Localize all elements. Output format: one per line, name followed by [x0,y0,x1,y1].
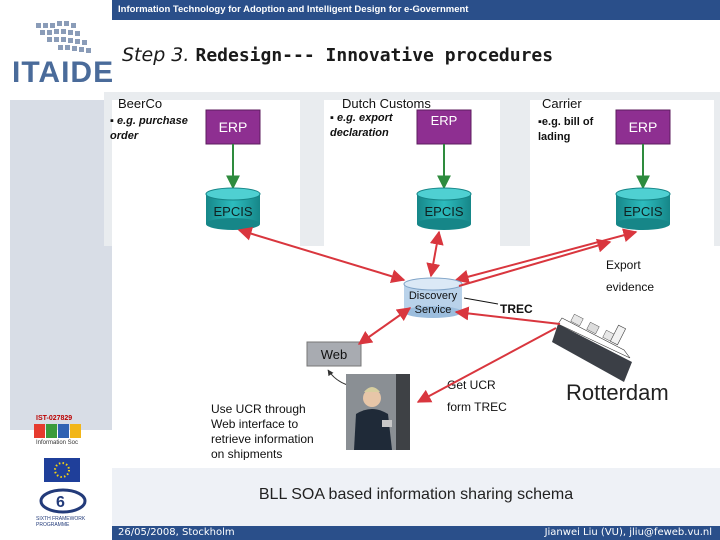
export-evidence-line2: evidence [606,280,654,294]
logo-grid-icon [36,21,91,53]
sidebar: ITAIDE IST-027829 Information Soc 6 SIXT… [0,0,115,540]
actor-name-carrier: Carrier [542,96,582,111]
web-box [306,341,362,367]
epcis-cylinder-customs [416,187,472,230]
epcis-label-beerco: EPCIS [213,204,252,219]
discovery-export-arrow [458,238,612,287]
trec-label: TREC [500,302,533,316]
actor-name-customs: Dutch Customs [342,96,431,111]
slide-title-rest: Redesign--- Innovative procedures [195,45,554,66]
actor-name-beerco: BeerCo [118,96,162,111]
fp6-logo-icon: 6 [39,488,87,514]
itaide-logo [10,15,110,95]
ist-label: IST-027829 [36,415,73,422]
epcis-label-carrier: EPCIS [623,204,662,219]
logo-text: ITAIDE [12,56,115,89]
slide-title-step: Step 3. [122,44,190,66]
footer-bar: 26/05/2008, Stockholm Jianwei Liu (VU), … [112,526,720,540]
web-label: Web [321,347,348,362]
diagram: BeerCo Dutch Customs Carrier ▪ e.g. purc… [104,92,720,461]
ship-person-arrow [416,327,557,403]
erp-box-beerco [205,109,261,145]
beerco-note-line2: order [110,130,139,142]
epcis-discovery-arrow-beerco [237,226,406,284]
banner-text: Information Technology for Adoption and … [118,4,469,15]
ist-logo-icon [34,424,81,438]
port-label: Rotterdam [566,380,669,405]
erp-label-customs: ERP [431,113,458,128]
web-discovery-arrow [357,307,412,345]
fp6-label: SIXTH FRAMEWORK PROGRAMME [36,516,86,528]
slide-title: Step 3. Redesign--- Innovative procedure… [122,44,553,66]
customs-note-line2: declaration [330,127,389,139]
customs-officer-photo [346,374,410,450]
eu-flag-icon [44,458,80,482]
svg-text:6: 6 [56,494,65,511]
discovery-service-cylinder [403,277,463,318]
discovery-label-line2: Service [415,304,452,316]
erp-box-customs [416,109,472,145]
header-banner: Information Technology for Adoption and … [112,0,720,20]
get-ucr-line1: Get UCR [447,378,496,392]
footer-author: Jianwei Liu (VU), jliu@feweb.vu.nl [544,527,712,538]
ist-sub-label: Information Soc [36,440,79,446]
epcis-cylinder-carrier [615,187,671,230]
discovery-label-line1: Discovery [409,290,458,302]
erp-box-carrier [615,109,671,145]
erp-label-beerco: ERP [219,119,248,135]
diagram-canvas: BeerCo Dutch Customs Carrier ▪ e.g. purc… [104,92,720,461]
erp-label-carrier: ERP [629,119,658,135]
epcis-label-customs: EPCIS [424,204,463,219]
carrier-note-line2: lading [538,131,570,143]
beerco-note-line1: ▪ e.g. purchase [110,115,188,127]
use-ucr-line4: on shipments [211,447,282,460]
trec-leader-line [463,297,499,305]
ship-discovery-arrow [454,306,561,325]
get-ucr-line2: form TREC [447,400,507,414]
caption-band [112,468,720,526]
use-ucr-line3: retrieve information [211,432,314,446]
sidebar-stripe [10,100,112,430]
customs-note-line1: ▪ e.g. export [330,112,394,124]
use-ucr-line2: Web interface to [211,417,298,431]
carrier-note-line1: ▪e.g. bill of [538,116,594,128]
epcis-cylinder-beerco [205,187,261,230]
container-ship-icon [552,313,632,382]
epcis-discovery-arrow-customs [426,230,444,278]
footer-date: 26/05/2008, Stockholm [118,527,235,538]
export-evidence-line1: Export [606,258,641,272]
use-ucr-line1: Use UCR through [211,402,306,416]
diagram-caption: BLL SOA based information sharing schema [258,486,574,503]
